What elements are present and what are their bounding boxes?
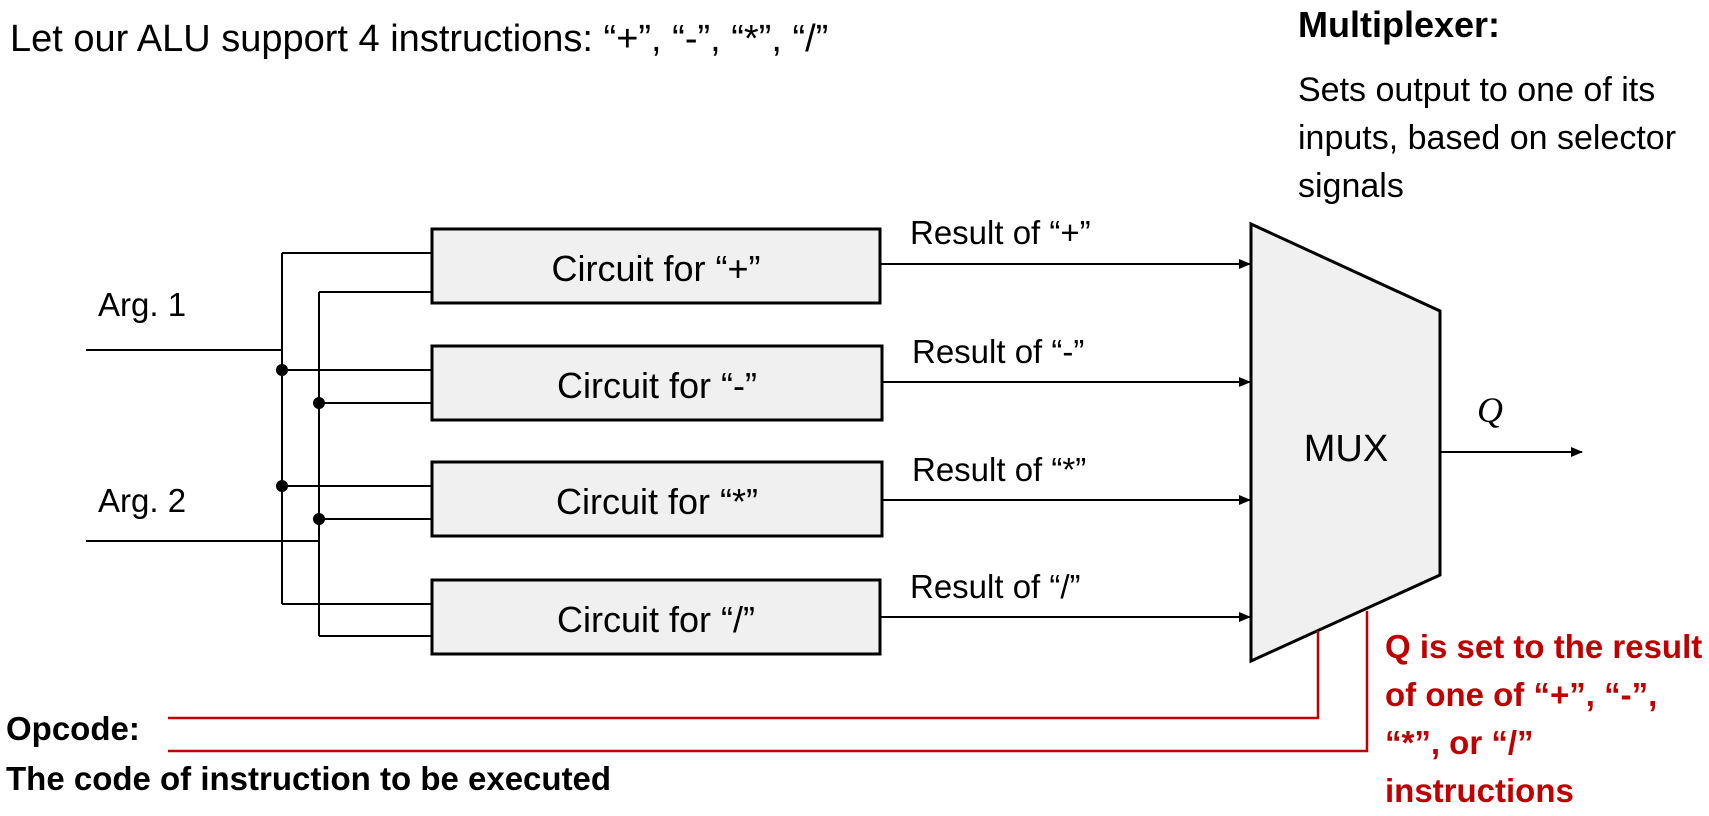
circuit-label-sub: Circuit for “-”	[557, 365, 757, 406]
circuit-box-add: Circuit for “+”	[430, 227, 882, 305]
circuit-label-mul: Circuit for “*”	[556, 481, 758, 522]
multiplexer-title: Multiplexer:	[1298, 4, 1501, 45]
q-note: Q is set to the result of one of “+”, “-…	[1385, 628, 1703, 809]
arg2-label: Arg. 2	[98, 482, 187, 519]
result-label-div: Result of “/”	[910, 568, 1081, 605]
result-arrows	[880, 259, 1251, 622]
input-wires	[86, 252, 432, 637]
headline: Let our ALU support 4 instructions: “+”,…	[10, 18, 829, 60]
opcode-title: Opcode:	[6, 710, 140, 747]
circuit-label-add: Circuit for “+”	[551, 248, 760, 289]
result-label-add: Result of “+”	[910, 214, 1091, 251]
mux-label: MUX	[1304, 428, 1388, 470]
junction-dot	[276, 480, 288, 492]
arg1-label: Arg. 1	[98, 286, 187, 323]
junction-dot	[313, 513, 325, 525]
result-label-sub: Result of “-”	[912, 333, 1085, 370]
opcode-description: The code of instruction to be executed	[6, 760, 612, 797]
multiplexer-description: Sets output to one of its inputs, based …	[1298, 71, 1677, 205]
circuit-box-mul: Circuit for “*”	[430, 460, 884, 538]
junction-dots	[276, 364, 325, 525]
circuit-label-div: Circuit for “/”	[557, 599, 755, 640]
circuit-box-sub: Circuit for “-”	[430, 344, 884, 422]
selector-wires	[168, 611, 1369, 753]
result-label-mul: Result of “*”	[912, 451, 1087, 488]
mux-block: MUX	[1249, 221, 1442, 664]
circuit-box-div: Circuit for “/”	[430, 578, 882, 656]
junction-dot	[313, 397, 325, 409]
output-label-q: Q	[1477, 390, 1503, 430]
junction-dot	[276, 364, 288, 376]
